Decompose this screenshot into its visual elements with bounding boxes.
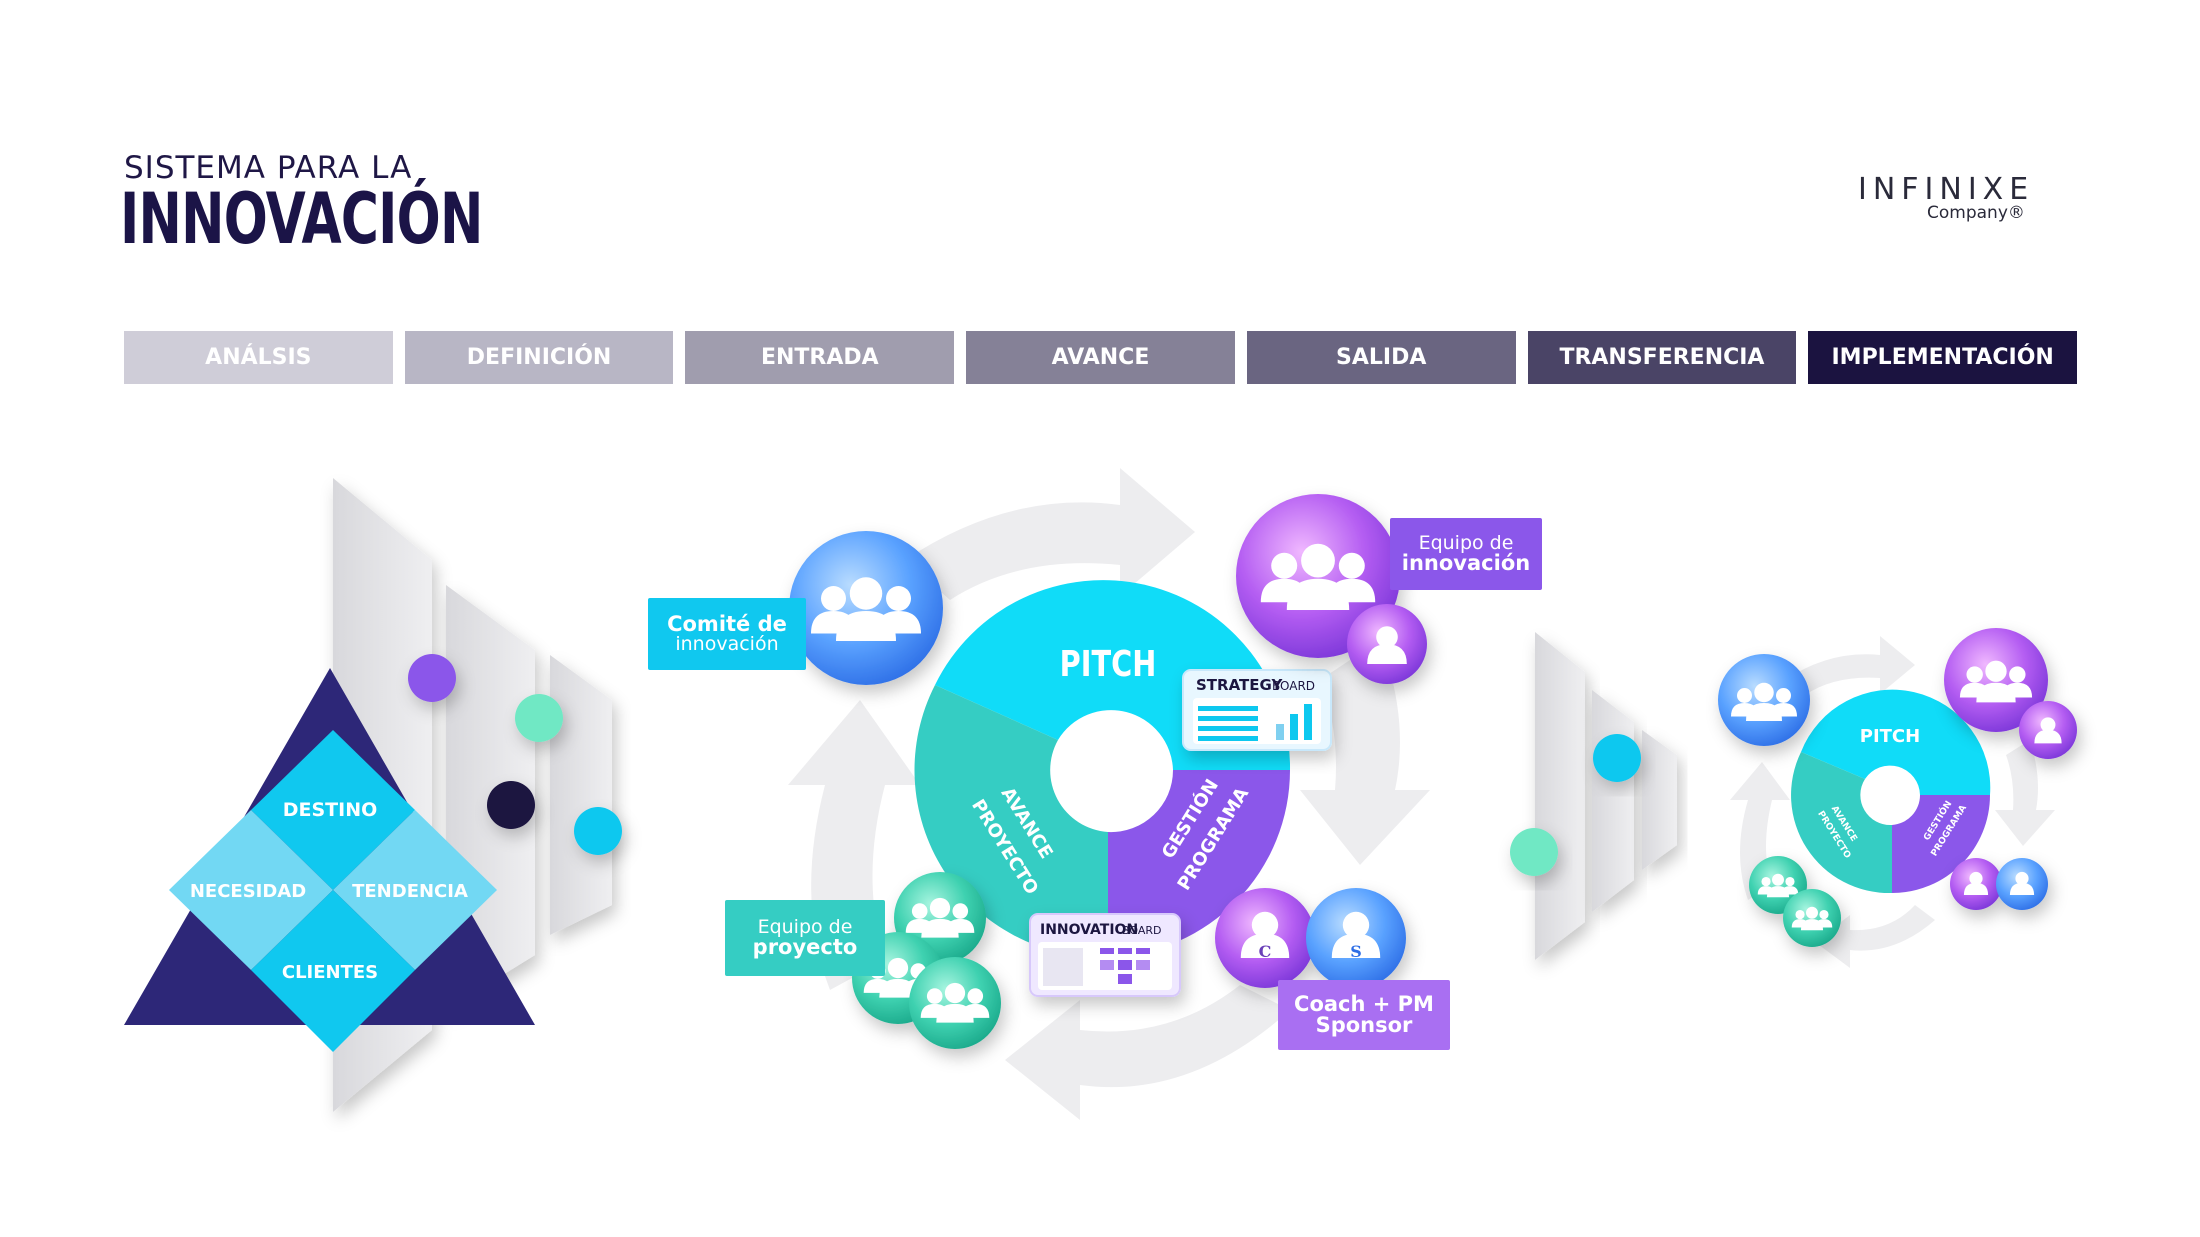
coach-sponsor-bubbles: C S — [1215, 888, 1406, 988]
arrow-right — [1300, 640, 1430, 865]
phase-avance: AVANCE — [966, 331, 1235, 384]
sponsor-letter: S — [1350, 942, 1362, 961]
phase-bar: ANÁLSIS DEFINICIÓN ENTRADA AVANCE SALIDA… — [124, 331, 2078, 384]
label-comite-line2: innovación — [675, 633, 779, 655]
phase-entrada: ENTRADA — [685, 331, 955, 384]
innovation-board-title: INNOVATION — [1040, 922, 1138, 938]
comite-bubble — [789, 531, 943, 685]
pyramid-clientes — [251, 890, 415, 1052]
phase-salida: SALIDA — [1246, 331, 1516, 384]
innovation-board-sub: BOARD — [1122, 924, 1161, 937]
arrow-top — [905, 468, 1195, 600]
pyramid-clientes-label: CLIENTES — [282, 962, 378, 983]
equipo-innovacion-bubble — [1236, 494, 1427, 684]
phase-implementacion: IMPLEMENTACIÓN — [1808, 331, 2078, 384]
phase-analisis: ANÁLSIS — [124, 331, 393, 384]
pyramid: DESTINO NECESIDAD TENDENCIA CLIENTES — [124, 668, 535, 1052]
pyramid-tendencia-label: TENDENCIA — [352, 881, 468, 902]
mini-pitch-label: PITCH — [1860, 726, 1920, 747]
label-equipo-proy-line2: proyecto — [752, 935, 858, 959]
pyramid-necesidad-label: NECESIDAD — [190, 881, 306, 902]
donut-pitch-label: PITCH — [1060, 643, 1157, 685]
donut-gestion-programa — [1108, 770, 1290, 957]
label-comite: Comité de innovación — [648, 598, 806, 670]
brand-logo: INFINIXE — [1858, 172, 2035, 207]
strategy-board: STRATEGY BOARD — [1182, 669, 1332, 751]
brand-subtitle: Company® — [1927, 203, 2025, 223]
label-coach-line1: Coach + PM — [1294, 992, 1434, 1016]
label-equipo-innov-line2: innovación — [1401, 551, 1531, 575]
label-comite-line1: Comité de — [667, 612, 787, 636]
label-coach-line2: Sponsor — [1315, 1013, 1413, 1037]
mini-donut: PITCH AVANCE PROYECTO GESTIÓN PROGRAMA — [1791, 689, 1991, 894]
label-equipo-innov-line1: Equipo de — [1418, 532, 1514, 554]
label-equipo-proyecto: Equipo de proyecto — [725, 900, 885, 976]
title-prefix: SISTEMA PARA LA — [124, 150, 413, 186]
floating-dots — [408, 654, 622, 855]
coach-letter: C — [1259, 942, 1272, 961]
label-equipo-innovacion: Equipo de innovación — [1390, 518, 1542, 590]
mini-cycle-arrows — [1730, 636, 2055, 968]
phase-transferencia: TRANSFERENCIA — [1527, 331, 1797, 384]
innovation-board: INNOVATION BOARD — [1029, 913, 1181, 997]
strategy-board-sub: BOARD — [1272, 679, 1315, 693]
label-equipo-proy-line1: Equipo de — [757, 916, 853, 938]
mini-bubbles — [1718, 628, 2077, 947]
page-title: INNOVACIÓN — [120, 178, 483, 260]
pyramid-destino-label: DESTINO — [283, 799, 378, 821]
strategy-board-title: STRATEGY — [1196, 676, 1283, 694]
label-coach-sponsor: Coach + PM Sponsor — [1278, 980, 1450, 1050]
phase-definicion: DEFINICIÓN — [404, 331, 674, 384]
arrow-bottom — [1005, 985, 1290, 1120]
right-funnel — [1510, 632, 1677, 960]
equipo-proyecto-bubbles — [852, 872, 1001, 1049]
